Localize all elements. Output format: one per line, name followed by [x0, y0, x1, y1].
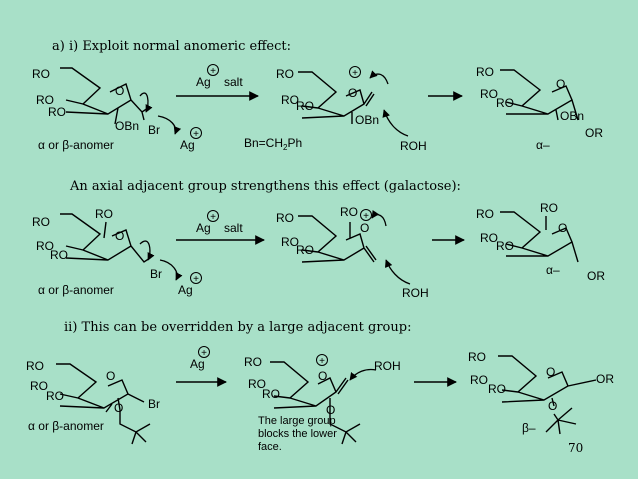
alpha-product-label: α– [536, 138, 550, 152]
silver-ion-label: Ag [190, 357, 205, 371]
galactosyl-bromide-row2: RO RO RO RO O Br [32, 207, 183, 281]
plus-charge: + [193, 129, 199, 140]
note-line: face. [258, 441, 282, 453]
heading-normal-anomeric: a) i) Exploit normal anomeric effect: [52, 39, 291, 54]
plus-charge: + [363, 211, 369, 222]
ro-label: RO [476, 65, 494, 79]
oxocarbenium-row1: RO RO RO O OBn + [276, 66, 409, 137]
anomer-mixture-label: α or β-anomer [38, 283, 114, 297]
ether-oxygen-label: O [548, 399, 557, 413]
ring-oxygen-label: O [115, 229, 124, 243]
obn-label: OBn [115, 119, 139, 133]
plus-charge: + [319, 356, 325, 367]
ro-label: RO [46, 389, 64, 403]
ro-label: RO [95, 207, 113, 221]
ro-label: RO [30, 379, 48, 393]
nucleophile-roh-label: ROH [400, 139, 427, 153]
ether-oxygen-label: O [326, 403, 335, 417]
silver-ion-label: Ag [196, 75, 211, 89]
silver-ion-label: Ag [180, 138, 195, 152]
ro-label: RO [276, 67, 294, 81]
note-line: blocks the lower [258, 428, 337, 440]
anomer-mixture-label: α or β-anomer [28, 419, 104, 433]
plus-charge: + [193, 274, 199, 285]
ring-oxygen-label: O [556, 77, 565, 91]
plus-charge: + [210, 212, 216, 223]
ro-label: RO [26, 359, 44, 373]
reagent-ag-salt-row1: Ag + salt [196, 64, 243, 89]
or-label: OR [596, 372, 614, 386]
bromide-label: Br [148, 123, 160, 137]
large-group-note: The large group blocks the lower face. [258, 415, 337, 453]
plus-charge: + [201, 348, 207, 359]
ro-label: RO [480, 87, 498, 101]
ring-oxygen-label: O [348, 86, 357, 100]
alpha-product-label: α– [546, 263, 560, 277]
or-label: OR [587, 269, 605, 283]
beta-glycoside-row3: RO RO RO O O OR [468, 350, 614, 435]
ro-label: RO [476, 207, 494, 221]
ro-label: RO [480, 231, 498, 245]
ether-oxygen-label: O [114, 401, 123, 415]
or-label: OR [585, 126, 603, 140]
alpha-galactoside-row2: RO RO RO RO O OR [476, 201, 605, 283]
ro-label: RO [488, 382, 506, 396]
ring-oxygen-label: O [360, 221, 369, 235]
obn-label: OBn [560, 109, 584, 123]
ro-label: RO [36, 239, 54, 253]
ro-label: RO [340, 205, 358, 219]
ro-label: RO [244, 355, 262, 369]
page-number: 70 [568, 441, 583, 455]
bromide-label: Br [150, 267, 162, 281]
ro-label: RO [496, 96, 514, 110]
reagent-ag-salt-row2: Ag + salt [196, 210, 243, 235]
ro-label: RO [296, 99, 314, 113]
heading-large-group: ii) This can be overridden by a large ad… [64, 320, 411, 335]
ro-label: RO [32, 215, 50, 229]
bulky-oxocarbenium-row3: RO RO RO O O + [244, 354, 377, 445]
ro-label: RO [248, 377, 266, 391]
reagent-ag-row3: Ag + [190, 346, 210, 371]
ro-label: RO [36, 93, 54, 107]
ring-oxygen-label: O [106, 369, 115, 383]
ro-label: RO [496, 239, 514, 253]
bromide-label: Br [148, 397, 160, 411]
beta-product-label: β– [522, 421, 536, 435]
nucleophile-roh-label: ROH [374, 359, 401, 373]
silver-ion-label: Ag [178, 283, 193, 297]
ro-label: RO [281, 93, 299, 107]
ro-label: RO [276, 211, 294, 225]
alpha-glycoside-row1: RO RO RO O OBn OR [476, 65, 603, 140]
ring-oxygen-label: O [318, 369, 327, 383]
nucleophile-roh-label: ROH [402, 286, 429, 300]
obn-label: OBn [355, 113, 379, 127]
salt-label: salt [224, 221, 243, 235]
ro-label: RO [296, 243, 314, 257]
anomer-mixture-label: α or β-anomer [38, 138, 114, 152]
ro-label: RO [32, 67, 50, 81]
ring-oxygen-label: O [558, 221, 567, 235]
ro-label: RO [540, 201, 558, 215]
ro-label: RO [262, 387, 280, 401]
ring-oxygen-label: O [115, 84, 124, 98]
bulky-glycosyl-bromide-row3: RO RO RO O O Br [26, 359, 160, 445]
ro-label: RO [470, 373, 488, 387]
ro-label: RO [50, 248, 68, 262]
benzyl-definition: Bn=CH2Ph [244, 136, 302, 152]
note-line: The large group [258, 415, 336, 427]
oxocarbenium-row2: RO RO RO RO O + [276, 205, 411, 285]
salt-label: salt [224, 75, 243, 89]
plus-charge: + [352, 68, 358, 79]
ring-oxygen-label: O [546, 365, 555, 379]
ro-label: RO [468, 350, 486, 364]
plus-charge: + [210, 66, 216, 77]
glycosyl-bromide-row1: RO RO RO O OBn Br [32, 67, 182, 137]
silver-ion-label: Ag [196, 221, 211, 235]
heading-axial-group: An axial adjacent group strengthens this… [69, 179, 461, 194]
ro-label: RO [281, 235, 299, 249]
ro-label: RO [48, 105, 66, 119]
